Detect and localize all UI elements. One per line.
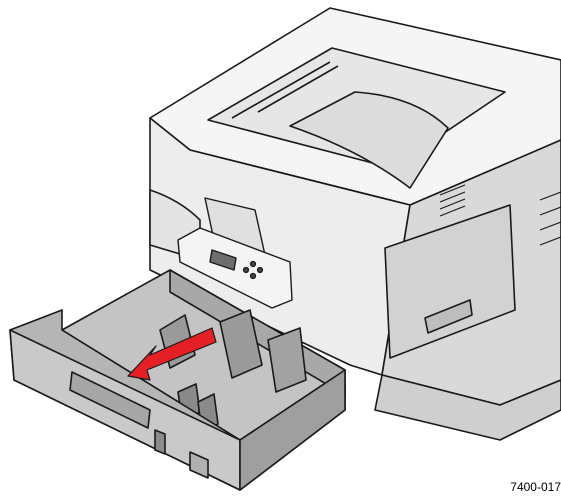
printer-base [374,374,561,441]
paper-tray-drawer [9,269,346,491]
panel-button-3 [249,272,257,280]
tray-right-wall [239,369,346,491]
tray-label-slot-1 [154,429,166,455]
side-door [384,204,516,359]
tray-label-slot-2 [189,451,209,479]
tray-handle [69,371,151,429]
panel-button-2 [249,260,257,268]
display-screen [209,249,237,271]
paper-guide-rear [267,327,307,393]
pull-direction-arrow [127,327,217,381]
control-panel [177,197,293,309]
side-vents [439,184,561,246]
panel-button-1 [242,266,250,274]
paper-guide-center [219,309,263,379]
figure-code-label: 7400-017 [510,480,561,494]
output-tray-ramp [289,91,449,189]
printer-body [149,7,561,441]
panel-button-4 [256,266,264,274]
side-door-handle [424,299,473,334]
